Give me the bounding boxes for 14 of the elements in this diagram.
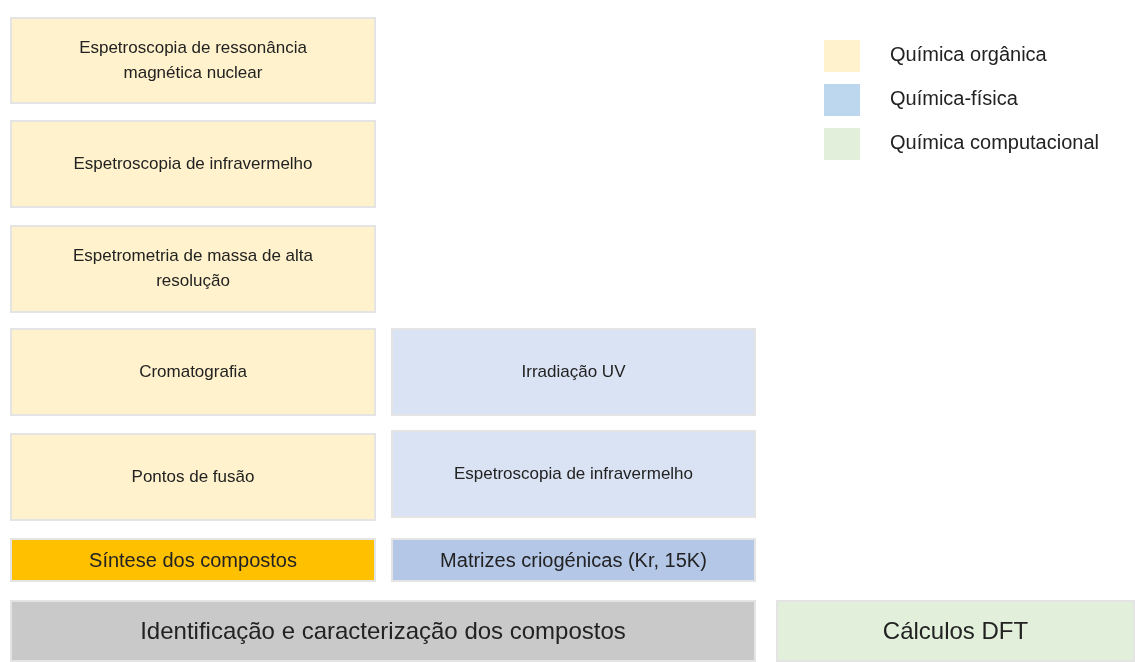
process-box: Espetroscopia de infravermelho (10, 120, 376, 208)
process-box: Espetroscopia de ressonância magnética nuclear (10, 17, 376, 104)
legend-label: Química-física (890, 87, 1018, 110)
base-bar: Cálculos DFT (776, 600, 1135, 662)
legend-label: Química orgânica (890, 43, 1047, 66)
category-bar: Matrizes criogénicas (Kr, 15K) (391, 538, 756, 582)
process-box: Pontos de fusão (10, 433, 376, 521)
category-bar: Síntese dos compostos (10, 538, 376, 582)
process-box: Cromatografia (10, 328, 376, 416)
process-box: Espetroscopia de infravermelho (391, 430, 756, 518)
legend-label: Química computacional (890, 131, 1099, 154)
process-box: Irradiação UV (391, 328, 756, 416)
base-bar: Identificação e caracterização dos compostos (10, 600, 756, 662)
process-box: Espetrometria de massa de alta resolução (10, 225, 376, 313)
